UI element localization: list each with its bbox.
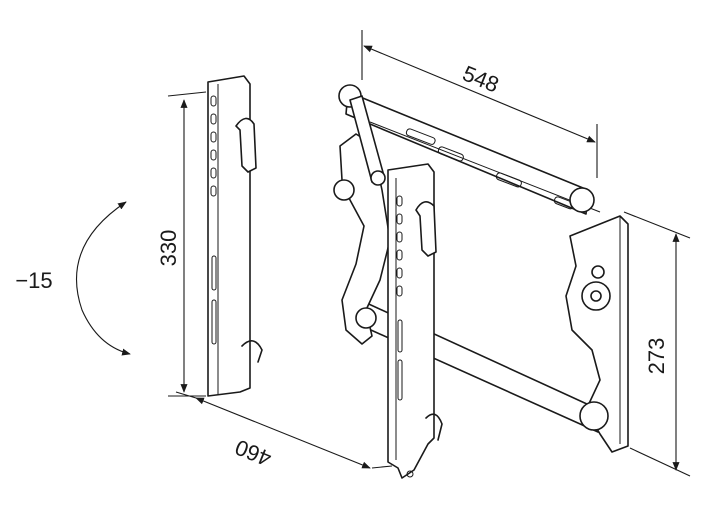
dim-spacing-label: 460 — [231, 434, 274, 471]
tilt-arc — [75, 201, 131, 356]
link-pivot — [370, 170, 386, 186]
tilt-label: −15 — [15, 268, 52, 293]
loose-bracket-notch — [241, 340, 263, 363]
bracket-holes — [396, 195, 403, 401]
bracket-screw — [406, 470, 414, 478]
front-bracket — [387, 163, 443, 479]
loose-bracket-holes — [210, 95, 217, 345]
dimension-548: 548 — [361, 30, 598, 178]
dimension-460: 460 — [175, 391, 393, 471]
loose-bracket — [207, 75, 263, 397]
lower-cylinder-left — [355, 307, 377, 329]
dim-width-label: 548 — [459, 61, 502, 98]
bracket-notch — [425, 413, 443, 441]
dimension-330: 330 — [156, 91, 207, 397]
dim-height-label: 273 — [644, 338, 669, 375]
slot — [437, 146, 464, 162]
dimension-273: 273 — [623, 211, 691, 477]
tilt-indicator: −15 — [15, 201, 131, 356]
lower-cylinder-right — [579, 401, 609, 431]
slot — [495, 172, 522, 188]
loose-bracket-hook — [235, 117, 257, 173]
wall-plate — [333, 84, 629, 453]
slot — [405, 128, 436, 145]
tilt-knob-left[interactable] — [333, 179, 355, 201]
dim-bracket-label: 330 — [156, 230, 181, 267]
knob-center — [590, 290, 602, 302]
bracket-hook — [415, 201, 437, 257]
lock-screw — [591, 265, 605, 279]
bar-cap-right — [569, 187, 595, 213]
